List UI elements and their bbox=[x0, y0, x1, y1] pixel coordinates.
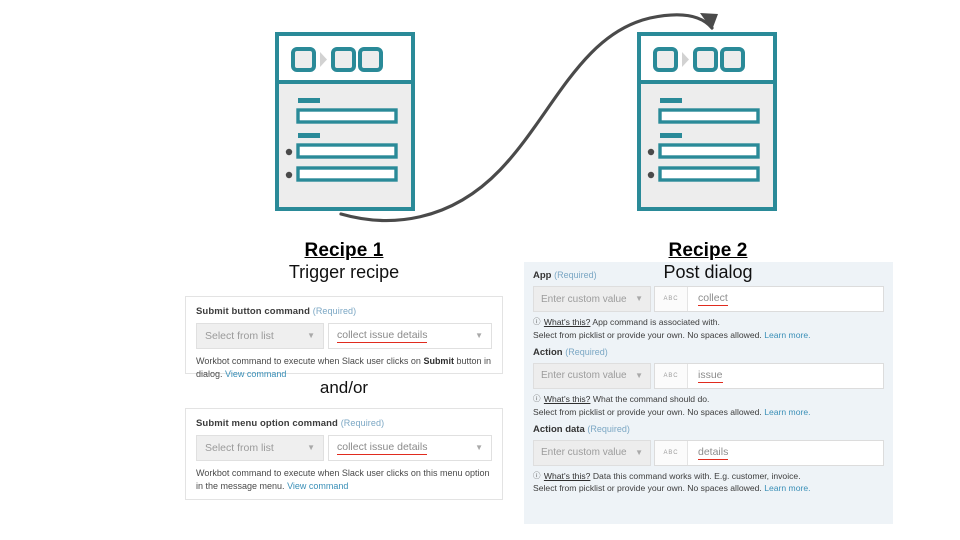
action-data-value-input[interactable]: ABC details bbox=[654, 439, 884, 466]
app-field-controls: Enter custom value ▼ ABC collect bbox=[533, 286, 884, 312]
learn-more-link[interactable]: Learn more. bbox=[764, 406, 811, 417]
select-placeholder: Enter custom value bbox=[541, 447, 627, 459]
help-line-1: What the command should do. bbox=[592, 393, 710, 404]
submit-menu-option-command-card: Submit menu option command (Required) Se… bbox=[185, 408, 503, 500]
select-from-list-dropdown[interactable]: Select from list ▼ bbox=[196, 435, 324, 461]
chevron-down-icon: ▼ bbox=[475, 331, 483, 340]
info-icon: ⓘ bbox=[533, 317, 541, 326]
post-dialog-panel: App (Required) Enter custom value ▼ ABC … bbox=[524, 262, 893, 524]
help-line-1: App command is associated with. bbox=[592, 317, 720, 327]
action-field-group: Action (Required) Enter custom value ▼ A… bbox=[533, 347, 884, 419]
app-field-help: ⓘ What's this? App command is associated… bbox=[533, 316, 884, 342]
field-label-text: App bbox=[533, 270, 552, 281]
app-field-group: App (Required) Enter custom value ▼ ABC … bbox=[533, 270, 884, 342]
app-value-text-area[interactable]: collect bbox=[688, 287, 883, 311]
action-field-help: ⓘ What's this? What the command should d… bbox=[533, 393, 884, 419]
field-label-text: Submit button command bbox=[196, 306, 310, 317]
select-placeholder: Enter custom value bbox=[541, 370, 627, 382]
recipe2-subtitle: Post dialog bbox=[663, 262, 753, 283]
s-curve-arrow-icon bbox=[339, 13, 718, 223]
view-command-link[interactable]: View command bbox=[287, 480, 349, 491]
select-placeholder: Select from list bbox=[205, 442, 274, 454]
abc-type-icon: ABC bbox=[655, 287, 688, 311]
action-data-field-controls: Enter custom value ▼ ABC details bbox=[533, 439, 884, 466]
recipe1-subtitle: Trigger recipe bbox=[288, 262, 400, 283]
and-or-connector-label: and/or bbox=[319, 378, 369, 397]
chevron-down-icon: ▼ bbox=[635, 447, 643, 457]
action-value-text-area[interactable]: issue bbox=[688, 363, 883, 388]
action-field-label: Action (Required) bbox=[533, 347, 884, 358]
whats-this-link[interactable]: What's this? bbox=[543, 393, 591, 404]
required-tag: (Required) bbox=[340, 418, 385, 428]
whats-this-link[interactable]: What's this? bbox=[543, 317, 591, 327]
help-line-2: Select from picklist or provide your own… bbox=[533, 483, 762, 494]
help-line-2: Select from picklist or provide your own… bbox=[533, 406, 762, 417]
recipe1-title-block: Recipe 1 Trigger recipe bbox=[234, 240, 454, 284]
app-value-input[interactable]: ABC collect bbox=[654, 286, 884, 312]
chevron-down-icon: ▼ bbox=[635, 294, 643, 303]
action-data-field-label: Action data (Required) bbox=[533, 424, 884, 435]
chevron-down-icon: ▼ bbox=[475, 443, 483, 452]
action-value-text: issue bbox=[698, 368, 723, 383]
field-label-text: Submit menu option command bbox=[196, 418, 338, 429]
abc-type-icon: ABC bbox=[655, 440, 688, 465]
command-value-text: collect issue details bbox=[337, 441, 428, 455]
action-data-field-group: Action data (Required) Enter custom valu… bbox=[533, 424, 884, 496]
whats-this-link[interactable]: What's this? bbox=[543, 470, 591, 481]
action-value-input[interactable]: ABC issue bbox=[654, 362, 884, 389]
app-value-text: collect bbox=[698, 292, 728, 306]
chevron-down-icon: ▼ bbox=[307, 331, 315, 340]
help-line-1: Data this command works with. E.g. custo… bbox=[592, 470, 801, 481]
submit-button-command-card: Submit button command (Required) Select … bbox=[185, 296, 503, 379]
chevron-down-icon: ▼ bbox=[307, 443, 315, 452]
left-document-icon bbox=[275, 32, 415, 211]
enter-custom-value-dropdown[interactable]: Enter custom value ▼ bbox=[533, 362, 651, 389]
submit-button-command-controls: Select from list ▼ collect issue details… bbox=[196, 323, 492, 349]
command-value-dropdown[interactable]: collect issue details ▼ bbox=[328, 435, 492, 461]
required-tag: (Required) bbox=[587, 423, 630, 434]
helper-pre-text: Workbot command to execute when Slack us… bbox=[196, 468, 490, 491]
submit-menu-option-command-controls: Select from list ▼ collect issue details… bbox=[196, 435, 492, 461]
helper-pre-text: Workbot command to execute when Slack us… bbox=[196, 356, 424, 366]
right-document-icon bbox=[637, 32, 777, 211]
command-value-text: collect issue details bbox=[337, 329, 428, 343]
recipe2-title-block: Recipe 2 Post dialog bbox=[598, 240, 818, 284]
helper-post-text: button in dialog. bbox=[196, 356, 491, 379]
recipe-flow-illustration bbox=[275, 13, 777, 223]
submit-button-command-helper: Workbot command to execute when Slack us… bbox=[196, 355, 492, 381]
app-field-label: App (Required) bbox=[533, 270, 884, 281]
required-tag: (Required) bbox=[565, 346, 608, 357]
command-value-dropdown[interactable]: collect issue details ▼ bbox=[328, 323, 492, 349]
view-command-link[interactable]: View command bbox=[225, 368, 287, 379]
abc-type-icon: ABC bbox=[655, 363, 688, 388]
enter-custom-value-dropdown[interactable]: Enter custom value ▼ bbox=[533, 439, 651, 466]
info-icon: ⓘ bbox=[533, 470, 541, 480]
submit-menu-option-command-label: Submit menu option command (Required) bbox=[196, 418, 492, 429]
required-tag: (Required) bbox=[554, 270, 597, 280]
required-tag: (Required) bbox=[312, 306, 357, 316]
action-data-value-text-area[interactable]: details bbox=[688, 440, 883, 465]
info-icon: ⓘ bbox=[533, 393, 541, 403]
recipe1-title: Recipe 1 bbox=[304, 240, 384, 261]
action-data-value-text: details bbox=[698, 445, 729, 460]
helper-bold-text: Submit bbox=[423, 356, 454, 366]
select-placeholder: Select from list bbox=[205, 330, 274, 342]
learn-more-link[interactable]: Learn more. bbox=[764, 329, 811, 340]
action-field-controls: Enter custom value ▼ ABC issue bbox=[533, 362, 884, 389]
submit-button-command-label: Submit button command (Required) bbox=[196, 306, 492, 317]
action-data-field-help: ⓘ What's this? Data this command works w… bbox=[533, 470, 884, 496]
recipe2-title: Recipe 2 bbox=[668, 240, 748, 261]
enter-custom-value-dropdown[interactable]: Enter custom value ▼ bbox=[533, 286, 651, 312]
chevron-down-icon: ▼ bbox=[635, 370, 643, 380]
select-placeholder: Enter custom value bbox=[541, 293, 627, 305]
learn-more-link[interactable]: Learn more. bbox=[764, 483, 811, 494]
field-label-text: Action bbox=[533, 346, 563, 358]
submit-menu-option-command-helper: Workbot command to execute when Slack us… bbox=[196, 467, 492, 493]
select-from-list-dropdown[interactable]: Select from list ▼ bbox=[196, 323, 324, 349]
help-line-2: Select from picklist or provide your own… bbox=[533, 329, 762, 340]
field-label-text: Action data bbox=[533, 423, 585, 435]
